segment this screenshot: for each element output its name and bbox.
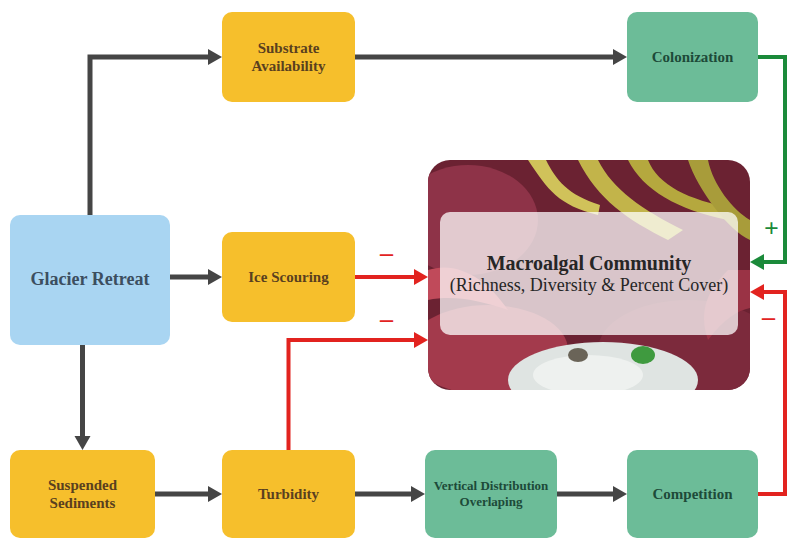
text-panel: Macroalgal Community(Richness, Diversity… xyxy=(440,212,738,335)
node-label: Suspended Sediments xyxy=(18,476,147,512)
effect-sign: – xyxy=(380,306,393,332)
node-label: Colonization xyxy=(652,48,734,66)
community-photo-box: Macroalgal Community(Richness, Diversity… xyxy=(428,160,750,390)
node-label: Turbidity xyxy=(258,485,319,503)
factor-box: Turbidity xyxy=(222,450,355,538)
arrow-connector xyxy=(557,486,627,502)
effect-sign: + xyxy=(764,216,779,242)
arrow-connector xyxy=(90,49,222,215)
arrow-connector xyxy=(170,269,222,285)
arrow-connector xyxy=(355,486,425,502)
arrow-connector xyxy=(289,332,429,450)
node-label: Glacier Retreat xyxy=(31,269,150,291)
cause-box: Glacier Retreat xyxy=(10,215,170,345)
process-box: Colonization xyxy=(627,12,758,102)
node-label: Substrate Availability xyxy=(230,39,347,75)
node-title: Macroalgal Community xyxy=(487,251,692,275)
arrow-connector xyxy=(75,345,91,450)
node-subtitle: (Richness, Diversity & Percent Cover) xyxy=(450,275,728,297)
node-label: Ice Scouring xyxy=(248,268,328,286)
factor-box: Ice Scouring xyxy=(222,232,355,322)
node-label: Competition xyxy=(653,485,733,503)
arrow-connector xyxy=(355,49,627,65)
factor-box: Substrate Availability xyxy=(222,12,355,102)
factor-box: Suspended Sediments xyxy=(10,450,155,538)
effect-sign: – xyxy=(380,240,393,266)
node-label: Vertical Distribution Overlaping xyxy=(433,478,549,509)
arrow-connector xyxy=(355,269,428,285)
process-box: Competition xyxy=(627,450,758,538)
arrow-connector xyxy=(155,486,222,502)
effect-sign: – xyxy=(762,304,775,330)
process-box: Vertical Distribution Overlaping xyxy=(425,450,557,538)
